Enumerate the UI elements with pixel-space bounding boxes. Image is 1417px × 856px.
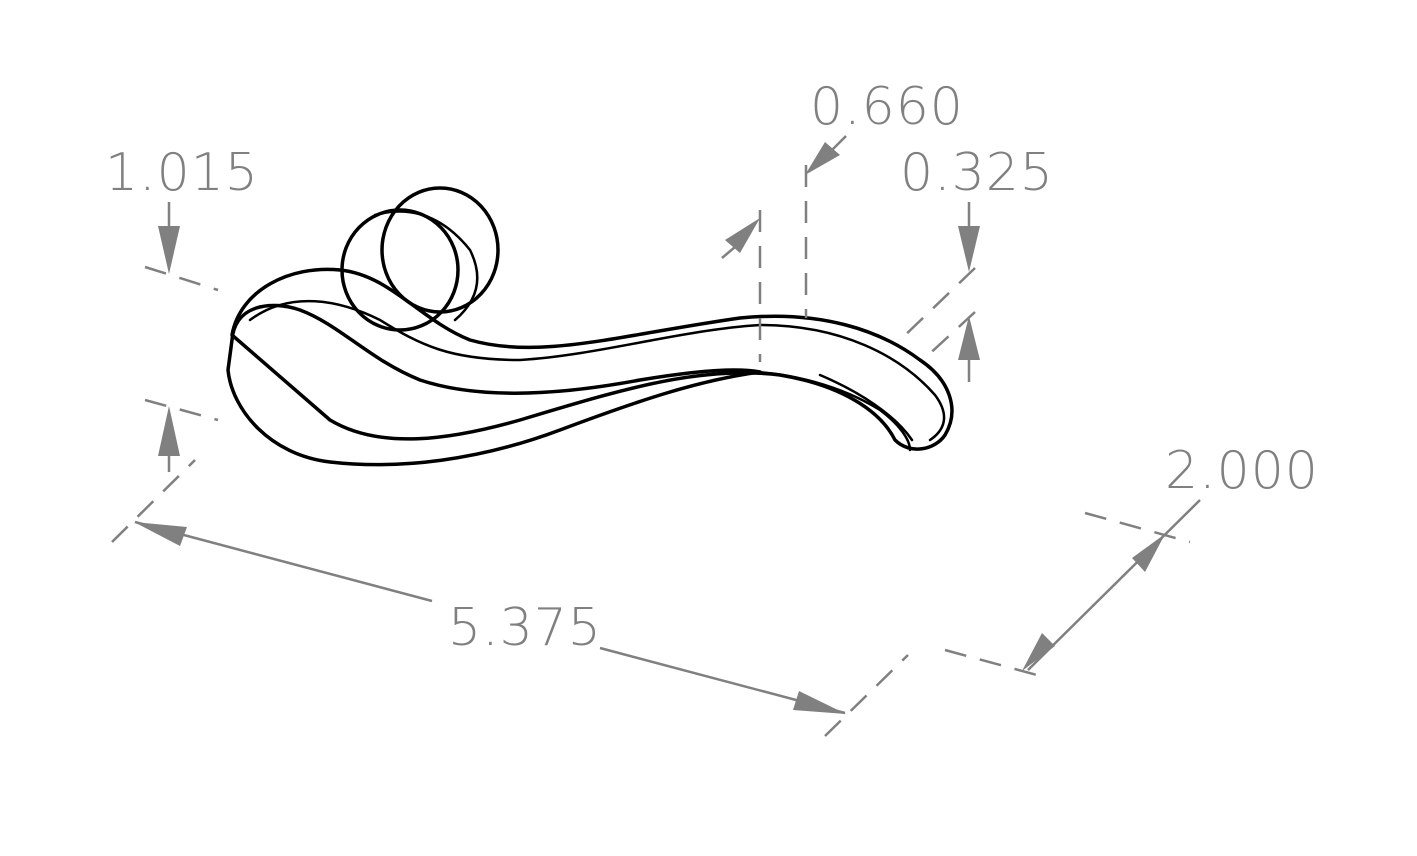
- arrow-diagonal-icon: [805, 142, 840, 175]
- dimension-depth: 2.000: [944, 441, 1319, 680]
- arrow-down-icon: [158, 226, 180, 274]
- lever-underside-line: [718, 370, 912, 452]
- arrow-diagonal-icon: [1132, 534, 1165, 572]
- dimension-label-0-660: 0.660: [810, 77, 964, 137]
- dimension-label-2-000: 2.000: [1165, 441, 1319, 501]
- arrow-up-icon: [958, 316, 980, 360]
- lever-top-edge-line: [248, 299, 946, 442]
- lever-top-surface: [230, 267, 954, 451]
- dimension-lever-thickness: 0.325: [899, 143, 1054, 382]
- dimension-rose-height: 1.015: [105, 143, 259, 543]
- arrow-diagonal-icon: [1022, 633, 1055, 671]
- dimension-overall-length: 5.375: [134, 520, 909, 737]
- dimension-label-0-325: 0.325: [900, 143, 1054, 203]
- arrow-right-icon: [793, 691, 846, 714]
- dimension-lever-width: 0.660: [721, 77, 964, 362]
- lever-handle: [226, 186, 954, 467]
- arrow-diagonal-icon: [725, 218, 760, 253]
- dimension-label-5-375: 5.375: [448, 598, 602, 658]
- arrow-up-icon: [158, 406, 180, 456]
- dimension-label-1-015: 1.015: [105, 143, 259, 203]
- lever-front-face: [226, 303, 762, 467]
- rose-knob: [340, 186, 500, 332]
- arrow-down-icon: [958, 226, 980, 272]
- arrow-left-icon: [134, 522, 187, 546]
